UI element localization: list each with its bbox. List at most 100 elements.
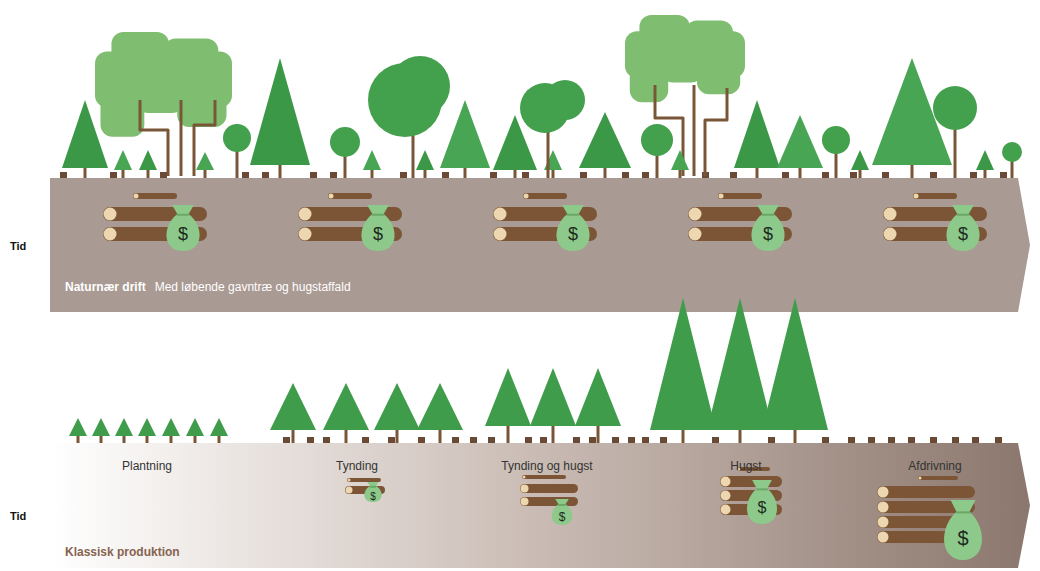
log-end <box>914 194 919 199</box>
stage-label: Tynding <box>336 460 378 472</box>
axis-label: Tid <box>10 241 26 252</box>
money-bag <box>747 489 777 524</box>
tree-trunk <box>371 168 374 178</box>
tree-trunk <box>656 140 659 178</box>
label-anchor: $ <box>957 528 968 549</box>
band-title: Klassisk produktion <box>65 545 180 559</box>
conifer-tree <box>851 150 869 170</box>
stage-label: Hugst <box>730 460 761 472</box>
log-end <box>689 208 702 221</box>
money-bag-top <box>952 205 974 215</box>
log <box>298 227 402 241</box>
log <box>883 207 987 221</box>
tree-trunk <box>396 428 399 443</box>
log-end <box>104 208 117 221</box>
tree-trunk <box>911 163 914 178</box>
log <box>877 486 975 498</box>
log-end <box>494 228 507 241</box>
stage-label: Tynding og hugst <box>501 460 592 472</box>
tree-stump <box>490 172 497 178</box>
tree-trunk <box>412 86 415 178</box>
tree-stump <box>323 437 330 443</box>
tree-canopy <box>100 91 144 136</box>
round-tree <box>390 56 450 116</box>
label-anchor: Tid <box>10 506 26 524</box>
tree-stump <box>972 437 979 443</box>
currency-symbol: $ <box>758 500 767 516</box>
tree-trunk <box>693 85 696 176</box>
log-end <box>878 487 889 498</box>
band-title: Naturnær drift <box>65 280 146 294</box>
tree-trunk <box>954 108 957 178</box>
log-end <box>348 479 351 482</box>
tree-stump <box>522 172 529 178</box>
tree-stump <box>768 437 775 443</box>
money-bag-tie <box>957 214 970 216</box>
conifer-tree <box>417 383 463 430</box>
log-end <box>521 485 529 493</box>
tree-canopy <box>639 15 689 56</box>
label-anchor: Afdrivning <box>908 456 961 474</box>
round-tree <box>330 127 360 157</box>
conifer-tree <box>485 368 531 426</box>
tree-trunk <box>547 100 550 178</box>
log-end <box>521 498 529 506</box>
tree-canopy <box>661 56 703 83</box>
tree-stump <box>573 437 580 443</box>
tree-trunk <box>100 434 103 443</box>
money-bag <box>946 214 979 251</box>
tree-canopy <box>95 51 232 107</box>
log <box>523 193 567 199</box>
round-tree <box>822 126 850 154</box>
conifer-tree <box>493 115 537 170</box>
label-anchor: $ <box>370 486 376 504</box>
log <box>720 504 782 515</box>
label-anchor: $ <box>559 507 566 525</box>
currency-symbol: $ <box>370 492 376 502</box>
tree-trunk <box>859 168 862 178</box>
currency-symbol: $ <box>373 225 383 243</box>
currency-symbol: $ <box>559 511 566 523</box>
tree-trunk <box>756 166 759 178</box>
tree-stump <box>970 172 977 178</box>
tree-stump <box>930 437 937 443</box>
tree-trunk <box>194 434 197 443</box>
conifer-tree <box>196 152 214 170</box>
stage-label: Plantning <box>122 460 172 472</box>
round-tree <box>641 124 673 156</box>
tree-trunk <box>424 168 427 178</box>
log <box>688 207 792 221</box>
log <box>328 193 372 199</box>
band-text: Naturnær driftMed løbende gavntræ og hug… <box>65 277 351 295</box>
conifer-tree <box>250 58 310 165</box>
money-bag <box>552 504 573 525</box>
log-end <box>494 208 507 221</box>
tree-trunk <box>705 88 727 176</box>
tree-stump <box>307 437 314 443</box>
conifer-tree <box>734 100 780 168</box>
tree-trunk <box>514 168 517 178</box>
tree-stump <box>540 437 547 443</box>
tree-stump <box>702 172 709 178</box>
conifer-tree <box>323 383 369 430</box>
timeline-band: Naturnær driftMed løbende gavntræ og hug… <box>50 178 1030 312</box>
log <box>133 193 177 199</box>
tree-stump <box>400 172 407 178</box>
money-bag <box>751 214 784 251</box>
tree-canopy <box>136 81 184 113</box>
tree-trunk <box>344 142 347 178</box>
conifer-tree <box>114 150 132 170</box>
tree-trunk <box>77 434 80 443</box>
tree-trunk <box>1011 152 1014 178</box>
label-anchor: $ <box>758 499 767 517</box>
tree-trunk <box>146 434 149 443</box>
tree-trunk <box>597 424 600 443</box>
log-end <box>299 208 312 221</box>
tree-stump <box>642 437 649 443</box>
tree-trunk <box>84 166 87 178</box>
tree-stump <box>628 437 635 443</box>
stage-label: Afdrivning <box>908 460 961 472</box>
log <box>345 486 385 494</box>
tree-trunk <box>140 100 168 176</box>
tree-stump <box>242 172 249 178</box>
